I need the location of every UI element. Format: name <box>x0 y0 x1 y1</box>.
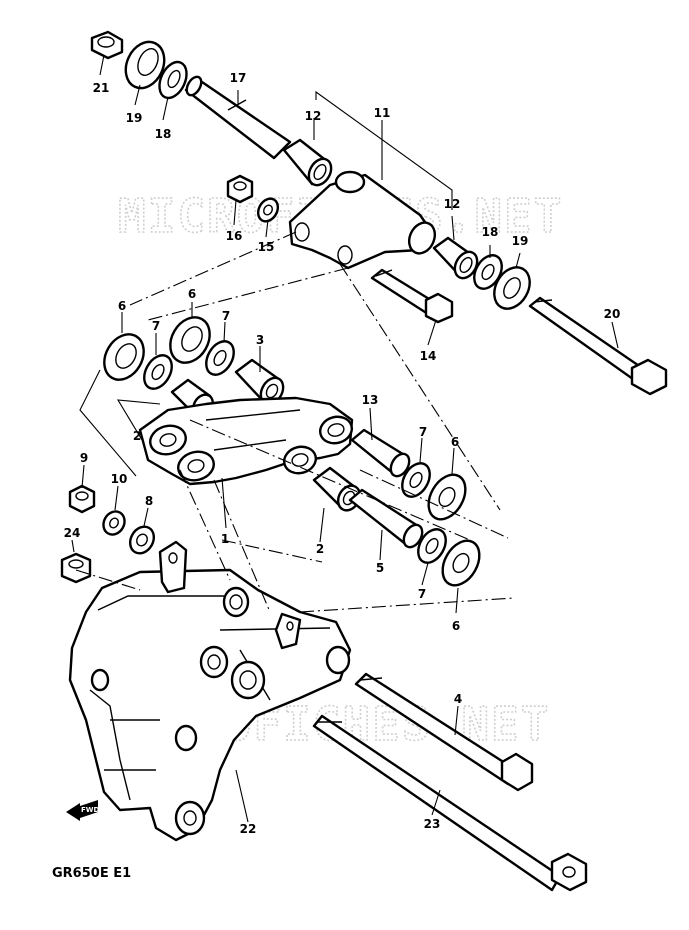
leader-lines <box>71 54 619 823</box>
callout-22: 22 <box>240 822 257 836</box>
fwd-arrow-icon: FWD <box>66 800 100 821</box>
callout-20: 20 <box>604 307 621 321</box>
washer-7-center <box>205 340 235 376</box>
callout-2-lower: 2 <box>316 542 324 556</box>
callout-numbers: 21 19 18 17 12 11 12 16 15 18 19 14 20 6… <box>64 71 621 836</box>
model-code: GR650E E1 <box>52 866 131 881</box>
bearing-12-left <box>282 138 333 187</box>
bolt-20 <box>528 296 668 396</box>
callout-7-right-lower: 7 <box>418 587 426 601</box>
bearing-12-right <box>432 236 479 280</box>
cushion-rod-11 <box>288 170 437 270</box>
spacer-17 <box>184 75 292 160</box>
callout-11: 11 <box>374 106 391 120</box>
bolt-14 <box>370 268 454 324</box>
washer-7-right-upper <box>401 462 431 498</box>
callout-7-right-upper: 7 <box>419 425 427 439</box>
washer-18-right <box>473 254 503 290</box>
callout-3: 3 <box>256 333 264 347</box>
callout-4: 4 <box>454 692 462 706</box>
nut-24 <box>60 552 92 584</box>
nut-9 <box>68 484 96 514</box>
assembly-lines <box>75 231 515 613</box>
callout-13: 13 <box>362 393 379 407</box>
bolt-23 <box>312 714 588 892</box>
callout-17: 17 <box>230 71 247 85</box>
callout-19-right: 19 <box>512 234 529 248</box>
callout-2-left: 2 <box>133 429 141 443</box>
washer-15 <box>256 197 280 223</box>
seal-19-top <box>124 40 166 90</box>
bearing-3 <box>234 358 285 406</box>
washer-18-top <box>158 60 188 100</box>
callout-21: 21 <box>93 81 110 95</box>
seal-19-right <box>493 266 531 310</box>
callout-14: 14 <box>420 349 437 363</box>
callout-7-center: 7 <box>222 309 230 323</box>
cushion-lever-1 <box>138 396 354 486</box>
nut-21 <box>90 30 124 60</box>
seal-6-right-upper <box>427 473 467 521</box>
callout-6-center: 6 <box>188 287 196 301</box>
seal-6-center <box>169 316 211 364</box>
callout-19-top: 19 <box>126 111 143 125</box>
seal-6-right-lower <box>441 539 481 587</box>
spacer-5 <box>348 488 424 549</box>
callout-12-right: 12 <box>444 197 461 211</box>
spacer-13 <box>350 428 411 478</box>
callout-18-top: 18 <box>155 127 172 141</box>
callout-16: 16 <box>226 229 243 243</box>
callout-15: 15 <box>258 240 275 254</box>
bracket-22 <box>68 540 352 842</box>
washer-7-right-lower <box>417 528 447 564</box>
callout-9: 9 <box>80 451 88 465</box>
washer-8 <box>128 525 156 555</box>
callout-8: 8 <box>145 494 153 508</box>
fwd-label: FWD <box>81 806 100 814</box>
nut-16 <box>226 174 254 204</box>
washer-7-left <box>143 354 173 390</box>
callout-10: 10 <box>111 472 128 486</box>
callout-5: 5 <box>376 561 384 575</box>
callout-1: 1 <box>221 532 229 546</box>
washer-10 <box>102 510 126 536</box>
bolt-4 <box>354 672 534 792</box>
callout-6-right-upper: 6 <box>451 435 459 449</box>
callout-12-top: 12 <box>305 109 322 123</box>
callout-7-left: 7 <box>152 319 160 333</box>
callout-18-right: 18 <box>482 225 499 239</box>
seal-6-left <box>103 333 145 381</box>
callout-6-right-lower: 6 <box>452 619 460 633</box>
callout-24: 24 <box>64 526 81 540</box>
callout-23: 23 <box>424 817 441 831</box>
callout-6-left: 6 <box>118 299 126 313</box>
